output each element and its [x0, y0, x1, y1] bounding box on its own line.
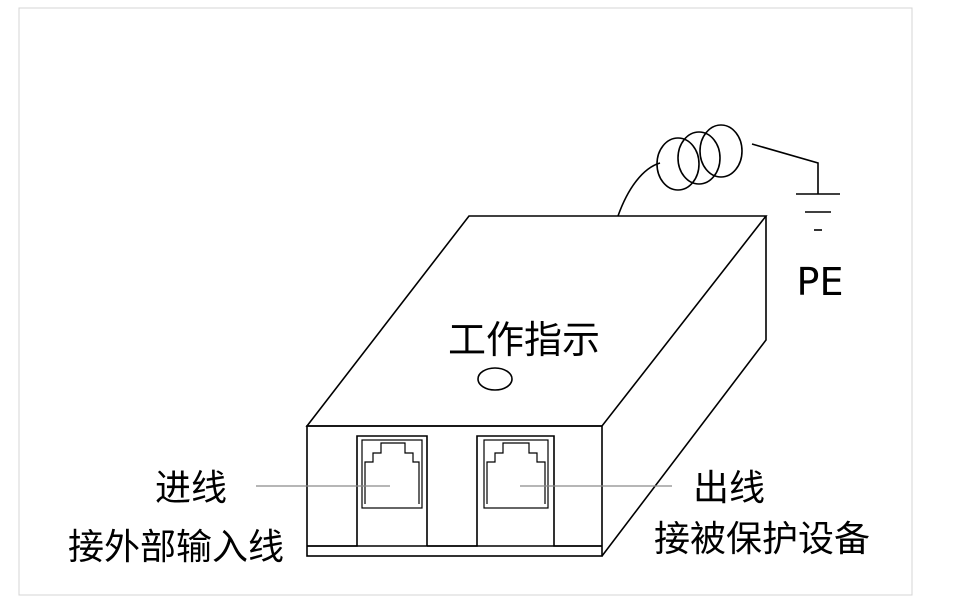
input-port-contacts-icon	[364, 442, 420, 504]
output-port-outline-icon	[427, 435, 602, 547]
earth-ground-icon	[796, 193, 840, 231]
ground-label: PE	[797, 260, 844, 304]
input-port-outline-icon	[307, 435, 428, 547]
input-port-socket-icon	[361, 439, 423, 509]
output-port-socket-icon	[483, 439, 549, 509]
box-front-face	[306, 425, 603, 557]
input-title-label: 进线	[155, 468, 227, 509]
coil-spring-icon	[656, 124, 743, 191]
indicator-label: 工作指示	[448, 318, 600, 362]
ground-lead	[751, 143, 819, 194]
output-title-label: 出线	[693, 468, 765, 509]
diagram-frame	[18, 7, 913, 596]
output-port	[427, 435, 602, 547]
box-side-face	[601, 216, 767, 557]
indicator-led-icon	[477, 367, 513, 391]
input-port	[307, 435, 428, 547]
output-port-contacts-icon	[486, 442, 546, 504]
ground-cable	[617, 162, 661, 217]
output-desc-label: 接被保护设备	[654, 519, 870, 560]
input-desc-label: 接外部输入线	[68, 527, 284, 568]
ground-wire	[617, 124, 840, 231]
